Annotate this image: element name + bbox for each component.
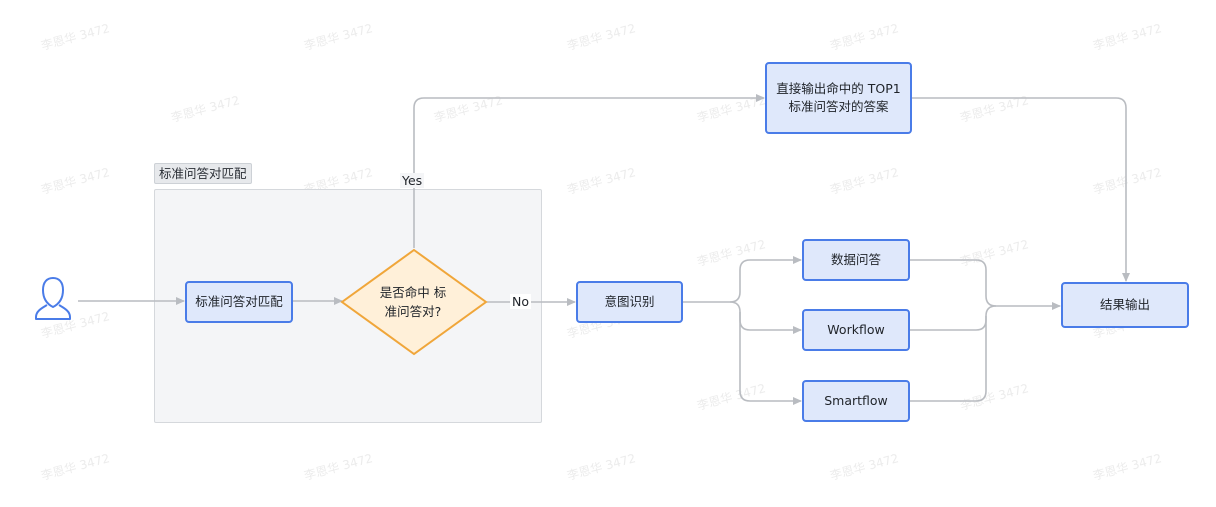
node-match-qa: 标准问答对匹配: [185, 281, 293, 323]
edge-branch-data-qa: [729, 256, 802, 303]
edge-workflow-merge: [910, 305, 997, 331]
edge-label-yes: Yes: [400, 173, 425, 188]
edge-decision-yes: [413, 94, 765, 248]
user-icon: [35, 277, 71, 320]
node-result-output: 结果输出: [1061, 282, 1189, 328]
decision-diamond: [340, 248, 488, 356]
decision-label: 是否命中 标 准问答对?: [379, 285, 447, 319]
node-smartflow: Smartflow: [802, 380, 910, 422]
edge-smartflow-merge: [910, 316, 987, 402]
node-workflow: Workflow: [802, 309, 910, 351]
node-intent-recognition: 意图识别: [576, 281, 683, 323]
node-data-qa: 数据问答: [802, 239, 910, 281]
edge-label-no: No: [510, 294, 531, 309]
edge-data-qa-merge: [910, 259, 1061, 310]
match-group-label: 标准问答对匹配: [154, 163, 252, 184]
edge-direct-to-result: [912, 97, 1130, 282]
edge-branch-smartflow: [739, 312, 802, 405]
node-direct-output: 直接输出命中的 TOP1 标准问答对的答案: [765, 62, 912, 134]
